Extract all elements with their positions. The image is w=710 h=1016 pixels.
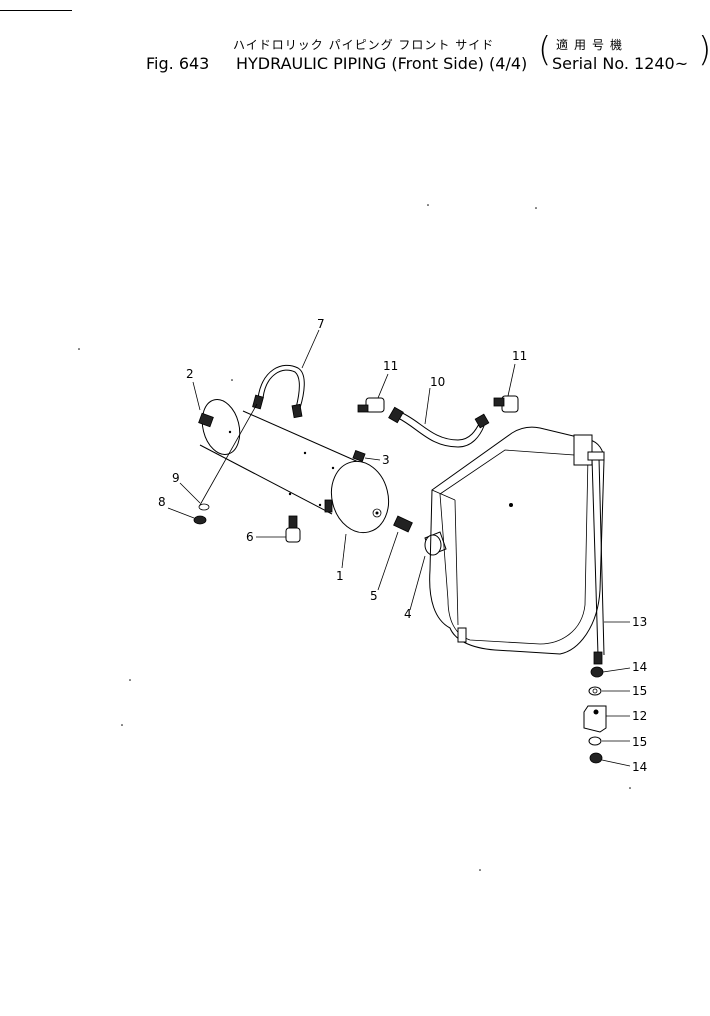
japanese-title: ハイドロリック パイピング フロント サイド xyxy=(233,38,495,52)
part-5-connector xyxy=(393,515,413,533)
serial-number: Serial No. 1240~ xyxy=(552,54,689,73)
callout-6: 6 xyxy=(246,530,254,544)
left-bracket: ( xyxy=(538,30,552,70)
part-10-hose xyxy=(388,406,490,448)
callout-5: 5 xyxy=(370,589,378,603)
callout-15-upper: 15 xyxy=(632,684,647,698)
callout-12: 12 xyxy=(632,709,647,723)
callout-7: 7 xyxy=(317,317,325,331)
hydraulic-tank xyxy=(429,426,605,655)
callout-1: 1 xyxy=(336,569,344,583)
part-1-cylinder-tank xyxy=(199,398,390,534)
part-13-level-gauge xyxy=(587,451,605,665)
callout-9: 9 xyxy=(172,471,180,485)
part-15-washer-upper xyxy=(588,686,602,696)
callout-11-right: 11 xyxy=(512,349,527,363)
part-7-hose xyxy=(199,364,305,506)
callout-11-left: 11 xyxy=(383,359,398,373)
callout-8: 8 xyxy=(158,495,166,509)
leader-lines xyxy=(167,329,631,767)
callout-4: 4 xyxy=(404,607,412,621)
figure-number: Fig. 643 xyxy=(146,54,210,73)
callout-labels: 7 2 11 10 11 3 9 8 6 1 5 4 13 14 15 12 1… xyxy=(158,317,647,774)
scan-dots xyxy=(78,204,631,871)
callout-10: 10 xyxy=(430,375,445,389)
part-11-elbow-left xyxy=(357,397,385,413)
part-14-nut-lower xyxy=(589,752,603,764)
part-9-washer xyxy=(198,503,210,511)
callout-13: 13 xyxy=(632,615,647,629)
part-11-elbow-right xyxy=(493,395,519,413)
callout-2: 2 xyxy=(186,367,194,381)
japanese-serial-label: 適用号機 xyxy=(556,38,629,52)
part-3-fitting xyxy=(352,450,366,462)
right-bracket: ) xyxy=(698,30,710,70)
part-6-elbow xyxy=(285,515,301,543)
part-15-washer-lower xyxy=(588,736,602,746)
callout-14-upper: 14 xyxy=(632,660,647,674)
part-12-bracket xyxy=(583,705,607,733)
callout-14-lower: 14 xyxy=(632,760,647,774)
callout-3: 3 xyxy=(382,453,390,467)
figure-title: HYDRAULIC PIPING (Front Side) (4/4) xyxy=(236,54,528,73)
part-2-plug xyxy=(198,412,214,428)
part-14-nut-upper xyxy=(590,666,604,678)
part-8-nut xyxy=(193,515,207,525)
top-corner-rule xyxy=(0,10,72,11)
callout-15-lower: 15 xyxy=(632,735,647,749)
